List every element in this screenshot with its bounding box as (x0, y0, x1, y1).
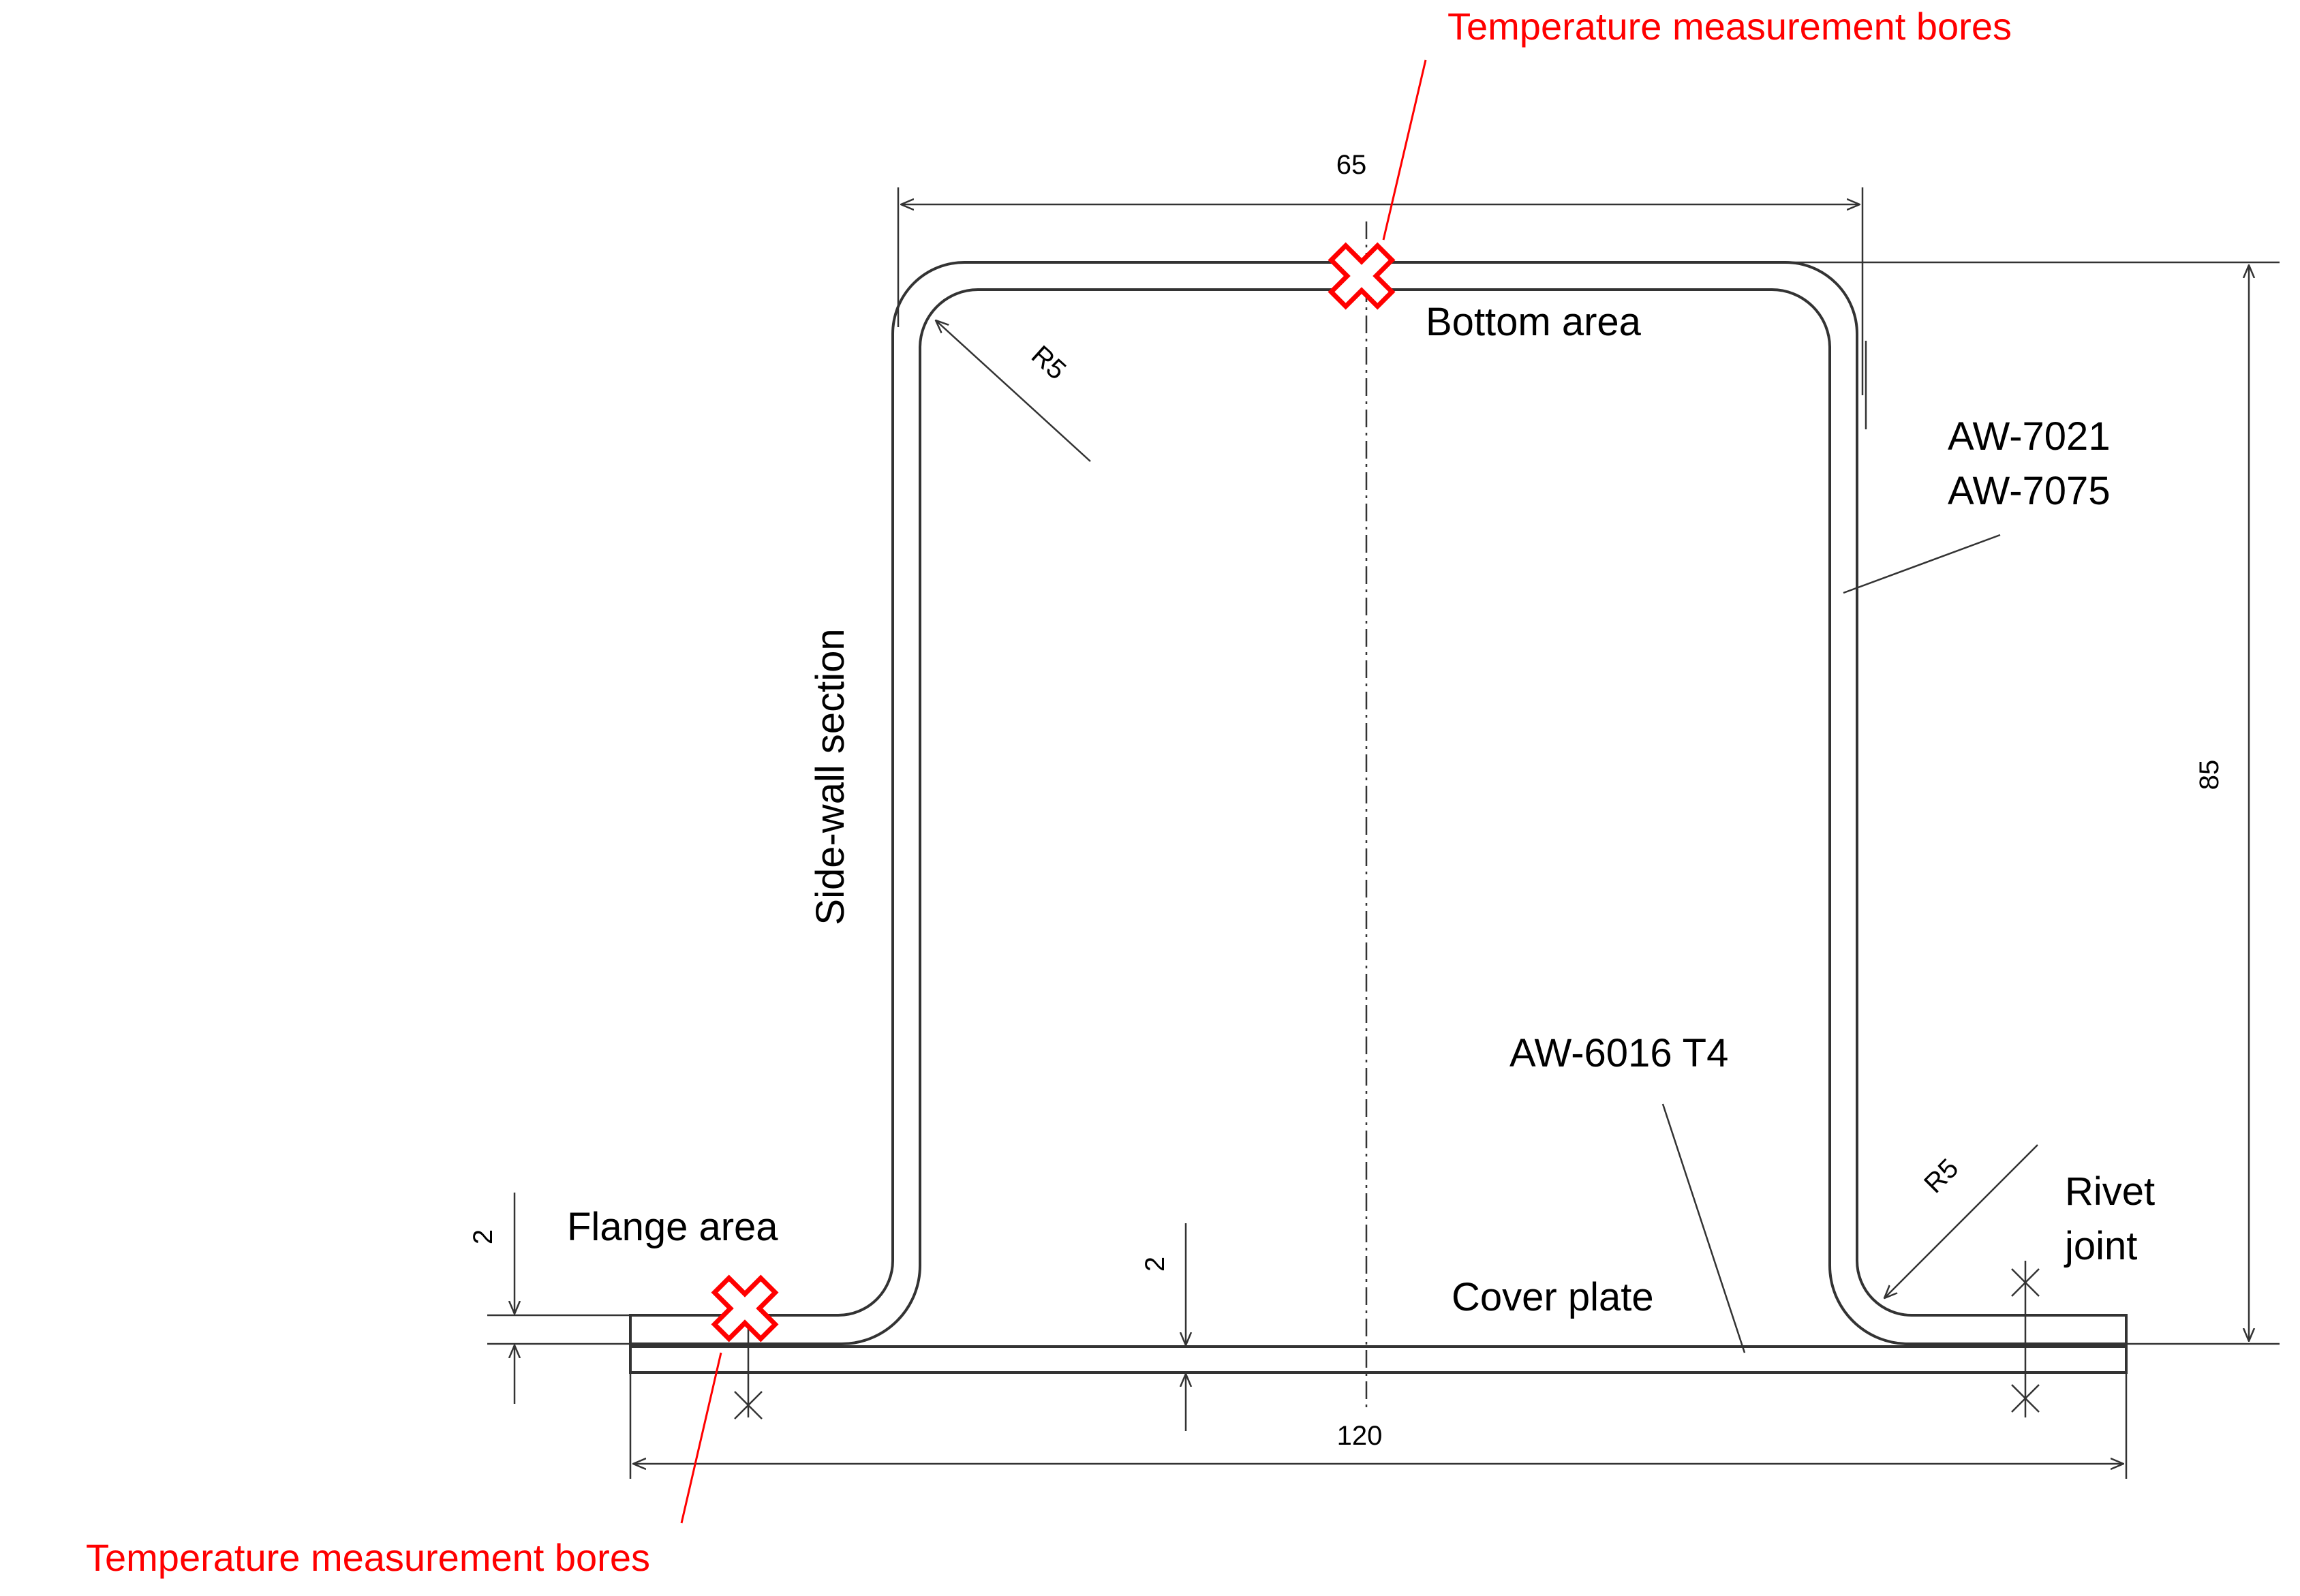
rivet-symbol-right (2011, 1261, 2040, 1417)
radius-top-leader (936, 320, 1091, 462)
dim-85-label: 85 (2194, 760, 2224, 791)
dim-2-left-label: 2 (468, 1229, 498, 1244)
bores-bottom-label: Temperature measurement bores (86, 1536, 650, 1579)
radius-bottom-leader (1884, 1144, 2038, 1298)
radius-bottom-label: R5 (1918, 1153, 1964, 1199)
bore-bottom-leader (680, 1352, 722, 1524)
side-wall-label: Side-wall section (808, 628, 853, 925)
hat-material-label-1: AW-7021 (1948, 414, 2111, 459)
radius-top-label: R5 (1026, 340, 1071, 386)
rivet-symbol-left (734, 1315, 763, 1419)
rivet-label-1: Rivet (2065, 1169, 2155, 1214)
cover-plate-label: Cover plate (1452, 1275, 1654, 1319)
bottom-area-label: Bottom area (1426, 300, 1642, 344)
cross-marker-icon (711, 1274, 779, 1342)
plate-material-leader (1661, 1103, 1746, 1353)
dim-65-label: 65 (1336, 150, 1367, 180)
plate-material-label: AW-6016 T4 (1509, 1031, 1728, 1075)
cover-plate (629, 1345, 2128, 1374)
rivet-label-2: joint (2064, 1224, 2137, 1268)
flange-area-label: Flange area (567, 1205, 778, 1249)
dim-120-label: 120 (1337, 1421, 1383, 1451)
cross-marker-icon (1328, 242, 1396, 310)
dim-2-center-label: 2 (1140, 1257, 1170, 1272)
hat-profile-outer (629, 261, 2128, 1345)
hat-material-label-2: AW-7075 (1948, 469, 2111, 513)
hat-material-leader (1843, 534, 2001, 594)
bore-top-leader (1382, 59, 1427, 241)
bores-top-label: Temperature measurement bores (1447, 5, 2012, 48)
